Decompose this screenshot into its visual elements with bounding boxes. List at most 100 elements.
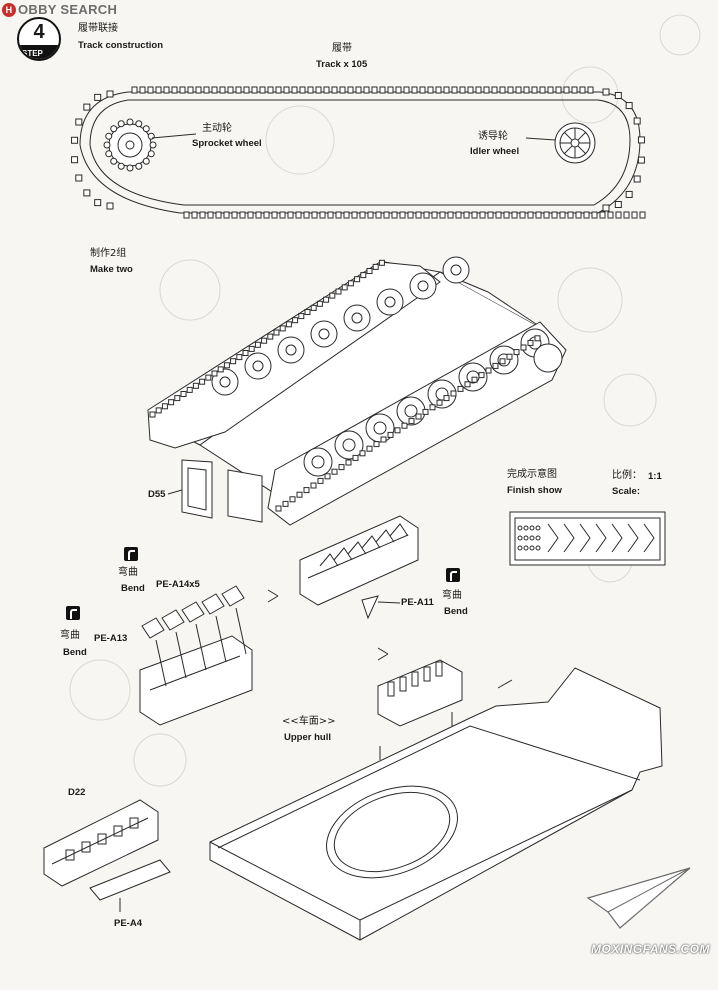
track-link [231, 211, 238, 219]
bend-label-en-2: Bend [63, 647, 87, 658]
step-badge: 4 STEP [17, 17, 61, 61]
idler-spoke [564, 145, 573, 154]
track-link [106, 202, 114, 210]
sprocket-tooth [126, 118, 134, 126]
track-link [380, 436, 387, 443]
sprocket-tooth [110, 157, 118, 165]
track-link [383, 211, 390, 219]
idler-leader-line [525, 137, 556, 141]
step-bar [19, 45, 59, 59]
track-link [387, 431, 394, 438]
pe-a14-guide [175, 631, 187, 679]
track-link [399, 211, 406, 219]
step-number: 4 [33, 21, 45, 43]
track-link [255, 211, 262, 219]
track-link [338, 464, 345, 471]
track-link [467, 86, 474, 94]
track-link [275, 86, 282, 94]
track-link [267, 86, 274, 94]
track-link [631, 211, 638, 219]
pe-a11-fin [361, 535, 381, 549]
finish-dot [517, 545, 523, 551]
road-wheel-hub [311, 455, 325, 469]
track-link [223, 362, 230, 369]
road-wheel-hub [404, 404, 418, 418]
bend-label-en-3: Bend [444, 606, 468, 617]
track-link [168, 399, 175, 406]
track-link [491, 86, 498, 94]
sprocket-tooth [105, 150, 113, 158]
track-link [373, 441, 380, 448]
track-link [479, 211, 486, 219]
sprocket-label-cn: 主动轮 [202, 123, 232, 134]
track-link [455, 211, 462, 219]
track-link [487, 211, 494, 219]
track-link [527, 211, 534, 219]
track-link [298, 313, 305, 320]
d22-slot [97, 833, 107, 845]
track-link [323, 296, 330, 303]
track-link [443, 86, 450, 94]
track-link [639, 211, 646, 219]
track-link [171, 86, 178, 94]
sprocket-tooth [117, 120, 125, 128]
track-link [186, 386, 193, 393]
idler-wheel [554, 122, 596, 164]
track-link [387, 86, 394, 94]
idler-label-en: Idler wheel [470, 146, 520, 157]
track-link [254, 341, 261, 348]
pe-a11-fin [375, 529, 395, 543]
track-link [195, 86, 202, 94]
engine-deck-part [377, 659, 463, 727]
road-wheel-hub [417, 280, 429, 292]
road-wheel [334, 430, 364, 460]
track-link [431, 211, 438, 219]
deck-slot [411, 671, 419, 687]
part-pe-a11-label: PE-A11 [401, 597, 434, 608]
track-link [163, 86, 170, 94]
finish-dot [535, 525, 541, 531]
d22-assembly [43, 799, 171, 912]
track-link [217, 366, 224, 373]
track-link [263, 211, 270, 219]
track-link [311, 211, 318, 219]
deck-slot [435, 661, 443, 677]
track-link [395, 86, 402, 94]
track-link [403, 86, 410, 94]
track-link [310, 304, 317, 311]
track-link [366, 268, 373, 274]
part-d22-label: D22 [68, 787, 86, 798]
track-link [401, 422, 408, 429]
track-link [579, 86, 586, 94]
track-link [637, 156, 645, 164]
bend-label-cn-2: 弯曲 [60, 630, 80, 641]
road-wheel [303, 447, 333, 477]
finish-dot [535, 545, 541, 551]
track-link [282, 500, 289, 507]
track-link [354, 276, 361, 283]
track-link [607, 211, 614, 219]
track-link [450, 390, 457, 397]
track-link [299, 86, 306, 94]
track-link [155, 86, 162, 94]
d22-slot [129, 817, 139, 829]
road-wheel-hub [318, 328, 330, 340]
track-link [563, 86, 570, 94]
pe-a14-plate [141, 617, 165, 639]
track-link [602, 204, 610, 212]
part-pe-a4-label: PE-A4 [114, 918, 142, 929]
road-wheel-hub [450, 264, 462, 276]
idler-spoke [577, 132, 586, 141]
track-link [511, 211, 518, 219]
track-link [243, 86, 250, 94]
road-wheel [409, 272, 437, 300]
track-link [329, 292, 336, 299]
pe-a11-assembly [299, 515, 419, 620]
track-link [303, 211, 310, 219]
track-loop [71, 86, 646, 219]
pe-a14-plate [201, 593, 225, 615]
track-link [345, 459, 352, 466]
pe-a11-fin [389, 523, 409, 537]
track-link [187, 86, 194, 94]
